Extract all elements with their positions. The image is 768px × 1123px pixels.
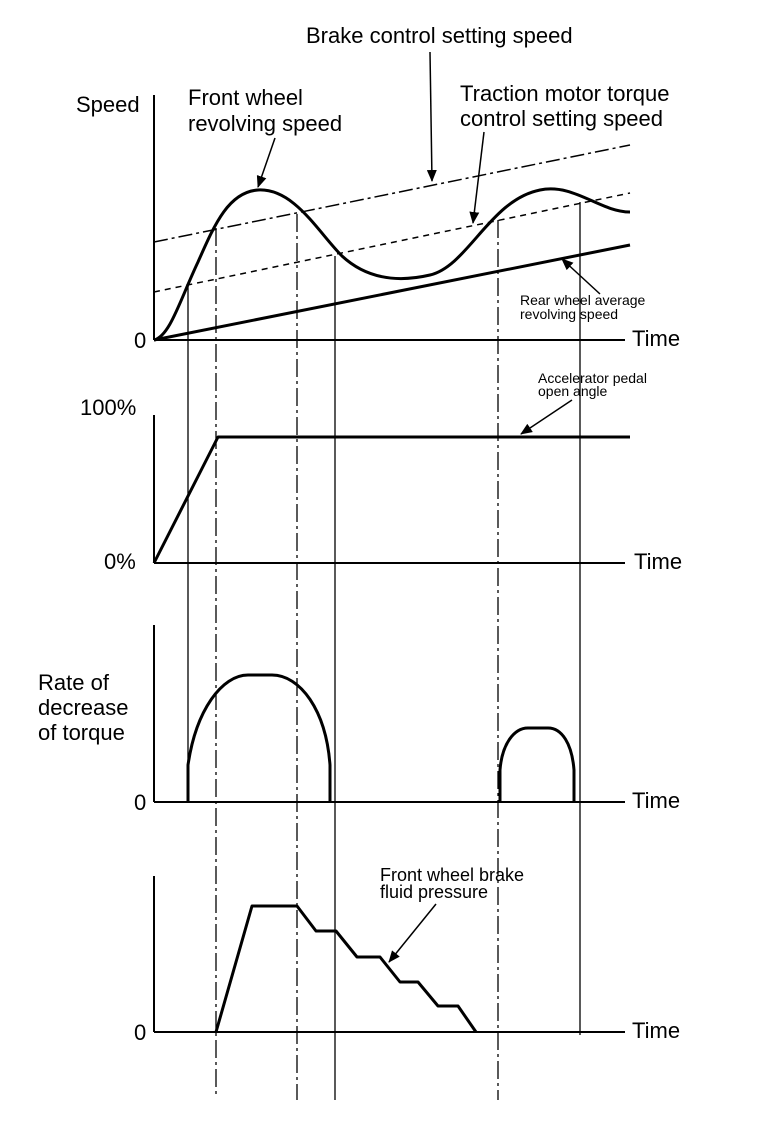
rear-wheel-label-line2: revolving speed	[520, 306, 618, 322]
torque-time-label: Time	[632, 788, 680, 813]
torque-decrease-pulse-2	[498, 726, 576, 802]
pressure-time-label: Time	[632, 1018, 680, 1043]
brake-setting-pointer-arrow	[426, 51, 437, 182]
front-wheel-pointer-arrow	[256, 137, 276, 188]
pressure-panel: 0 Time Front wheel brake fluid pressure	[134, 865, 680, 1045]
torque-label-line3: of torque	[38, 720, 125, 745]
speed-panel: Speed 0 Time Front wheel revolving speed…	[76, 23, 680, 353]
accelerator-pedal-open-angle-curve	[152, 435, 630, 564]
torque-label-line1: Rate of	[38, 670, 110, 695]
rear-wheel-pointer-arrow	[561, 258, 601, 295]
speed-zero-label: 0	[134, 328, 146, 353]
torque-decrease-pulse-1	[186, 673, 332, 802]
rear-wheel-label-line1: Rear wheel average	[520, 292, 646, 308]
pedal-time-label: Time	[634, 549, 682, 574]
pedal-label-line1: Accelerator pedal	[538, 370, 647, 386]
traction-label-line2: control setting speed	[460, 106, 663, 131]
speed-axis-label: Speed	[76, 92, 140, 117]
torque-label-line2: decrease	[38, 695, 129, 720]
traction-torque-setting-speed-line	[153, 192, 631, 293]
pressure-label-line2: fluid pressure	[380, 882, 488, 902]
brake-control-setting-speed-line	[153, 144, 631, 243]
pedal-pointer-arrow	[520, 399, 573, 435]
front-wheel-label-line2: revolving speed	[188, 111, 342, 136]
time-guide-lines	[187, 202, 581, 1100]
pedal-0-label: 0%	[104, 549, 136, 574]
pressure-pointer-arrow	[388, 903, 437, 963]
front-wheel-label-line1: Front wheel	[188, 85, 303, 110]
torque-zero-label: 0	[134, 790, 146, 815]
pedal-panel: 100% 0% Time Accelerator pedal open angl…	[80, 370, 682, 574]
brake-setting-label: Brake control setting speed	[306, 23, 573, 48]
pressure-zero-label: 0	[134, 1020, 146, 1045]
pedal-label-line2: open angle	[538, 383, 608, 399]
traction-label-line1: Traction motor torque	[460, 81, 670, 106]
pedal-100-label: 100%	[80, 395, 136, 420]
speed-time-label: Time	[632, 326, 680, 351]
torque-panel: Rate of decrease of torque 0 Time	[38, 625, 680, 815]
pressure-label-line1: Front wheel brake	[380, 865, 524, 885]
rear-wheel-average-speed-line	[153, 243, 631, 342]
front-wheel-revolving-speed-curve	[153, 187, 631, 342]
traction-pointer-arrow	[469, 131, 485, 224]
front-wheel-brake-fluid-pressure-curve	[214, 904, 478, 1033]
